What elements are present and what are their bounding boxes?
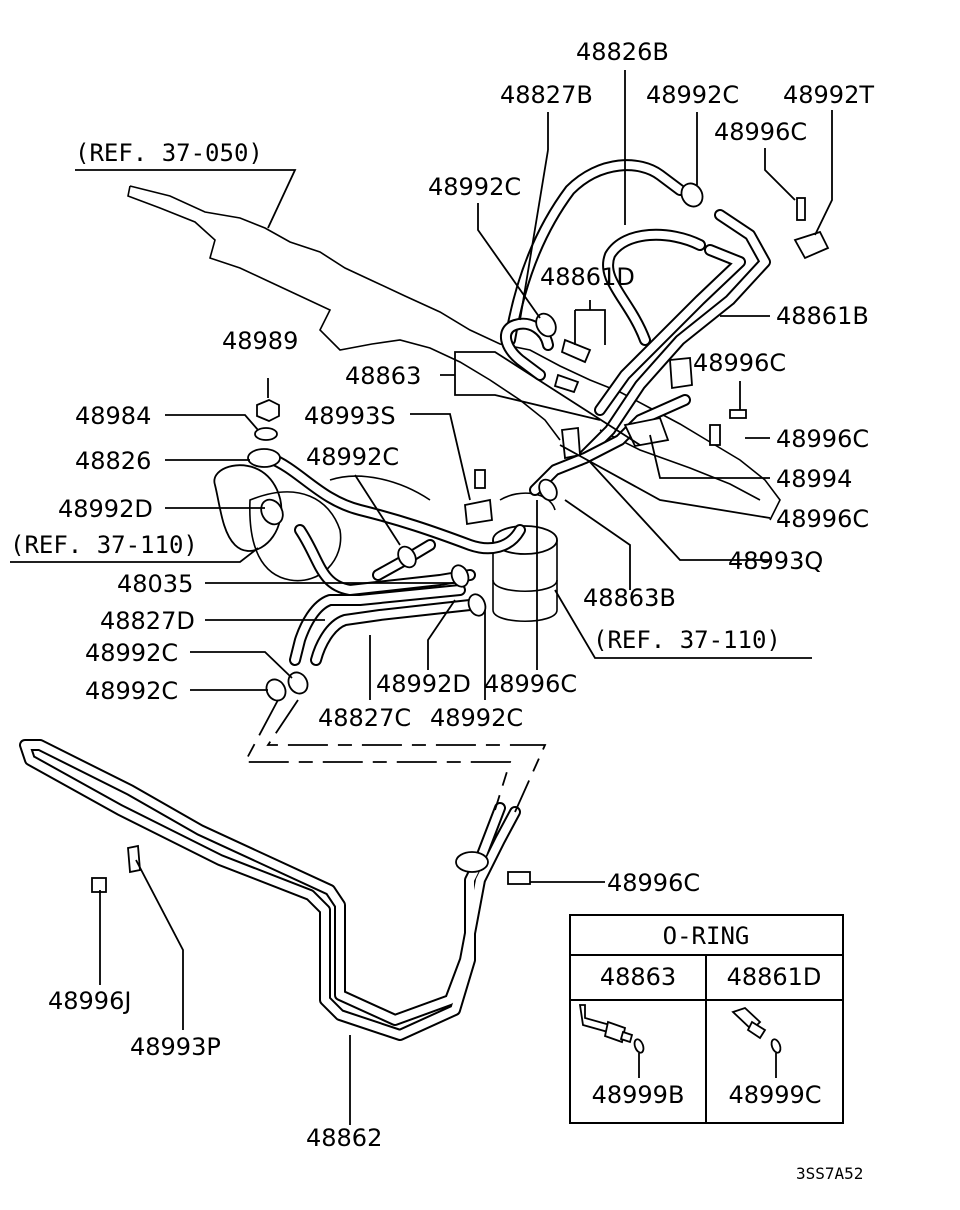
label-48993S: 48993S xyxy=(304,402,396,430)
label-48996C-r3: 48996C xyxy=(776,505,869,533)
hose-48827C xyxy=(310,599,476,666)
label-48861B: 48861B xyxy=(776,302,869,330)
label-48992C-l2: 48992C xyxy=(85,677,178,705)
oring-part-48999B: 48999B xyxy=(592,1081,685,1109)
label-48996C-c: 48996C xyxy=(484,670,577,698)
hose-48826B xyxy=(602,228,706,346)
label-48996C-top: 48996C xyxy=(714,118,807,146)
label-48996C-r2: 48996C xyxy=(776,425,869,453)
label-48989: 48989 xyxy=(222,327,298,355)
diagram-code: 3SS7A52 xyxy=(796,1164,863,1183)
label-48984: 48984 xyxy=(75,402,151,430)
label-48992C-l1: 48992C xyxy=(85,639,178,667)
label-48826: 48826 xyxy=(75,447,151,475)
hose-48035 xyxy=(294,524,476,596)
label-48035: 48035 xyxy=(117,570,193,598)
oring-table-title: O-RING xyxy=(663,922,750,950)
label-48993Q: 48993Q xyxy=(728,547,823,575)
fitting-48863-icon xyxy=(578,1004,645,1078)
label-ref-37-050: (REF. 37-050) xyxy=(75,139,263,167)
label-48862: 48862 xyxy=(306,1124,382,1152)
label-ref-37-110-left: (REF. 37-110) xyxy=(10,531,198,559)
label-48996J: 48996J xyxy=(48,987,131,1015)
label-48827D: 48827D xyxy=(100,607,195,635)
dashed-routing xyxy=(243,699,547,813)
label-48996C-r1: 48996C xyxy=(693,349,786,377)
label-48992C-mid: 48992C xyxy=(428,173,521,201)
label-48992C-c: 48992C xyxy=(306,443,399,471)
clamp-icons xyxy=(260,182,704,702)
hardware-icons xyxy=(91,197,830,893)
label-48994: 48994 xyxy=(776,465,852,493)
label-48863: 48863 xyxy=(345,362,421,390)
pipe-48862 xyxy=(19,739,521,1041)
part-labels: 48826B 48827B 48992C 48992T 48996C (REF.… xyxy=(10,38,874,1183)
leader-lines xyxy=(10,70,833,1125)
oring-col-48863: 48863 xyxy=(600,963,676,991)
hose-48826 xyxy=(264,452,526,555)
pipe-48861B xyxy=(574,209,771,466)
label-48861D: 48861D xyxy=(540,263,635,291)
hose-48827B xyxy=(504,159,686,346)
hose-48827D xyxy=(289,584,466,666)
fitting-48861D-icon xyxy=(731,1006,782,1078)
label-48827C: 48827C xyxy=(318,704,411,732)
oring-table: O-RING 48863 48861D 48999B 48999C xyxy=(569,914,844,1124)
label-48992T: 48992T xyxy=(783,81,874,109)
label-48992D-l: 48992D xyxy=(58,495,153,523)
label-48992C-b: 48992C xyxy=(430,704,523,732)
oring-part-48999C: 48999C xyxy=(728,1081,821,1109)
label-48826B: 48826B xyxy=(576,38,669,66)
label-48992C-top: 48992C xyxy=(646,81,739,109)
label-48993P: 48993P xyxy=(130,1033,221,1061)
label-48996C-low: 48996C xyxy=(607,869,700,897)
label-48863B: 48863B xyxy=(583,584,676,612)
label-48992D-c: 48992D xyxy=(376,670,471,698)
label-48827B: 48827B xyxy=(500,81,593,109)
label-ref-37-110-right: (REF. 37-110) xyxy=(593,626,781,654)
oring-col-48861D: 48861D xyxy=(727,963,822,991)
pipe-48863B xyxy=(529,394,691,496)
